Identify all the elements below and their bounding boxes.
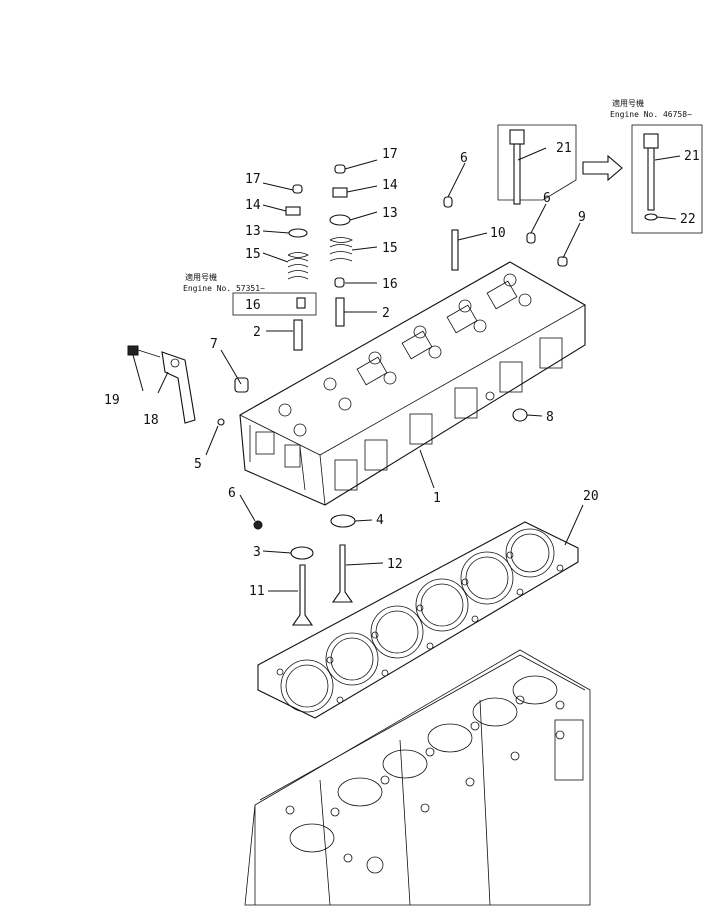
svg-text:適用号機: 適用号機 xyxy=(612,98,644,108)
valve-seat-insert xyxy=(290,546,314,560)
callout-13: 13 xyxy=(382,206,398,221)
callout-19: 19 xyxy=(104,393,120,408)
callout-10: 10 xyxy=(490,226,506,241)
leader-lines xyxy=(132,147,681,592)
callout-6: 6 xyxy=(228,486,236,501)
callout-21: 21 xyxy=(684,149,700,164)
svg-text:Engine No. 46758~: Engine No. 46758~ xyxy=(610,110,692,119)
callout-11: 11 xyxy=(249,584,265,599)
callout-17: 17 xyxy=(382,147,398,162)
callout-9: 9 xyxy=(578,210,586,225)
seal-ring xyxy=(512,408,528,422)
callout-18: 18 xyxy=(143,413,159,428)
cylinder-head xyxy=(239,261,586,506)
callouts: 17 14 13 15 16 2 17 14 13 15 16 2 6 10 6… xyxy=(104,141,700,599)
callout-17: 17 xyxy=(245,172,261,187)
serial-note-left: 適用号機 Engine No. 57351~ xyxy=(183,272,265,293)
callout-2: 2 xyxy=(382,306,390,321)
valve-stem-seal-box xyxy=(232,292,317,316)
valve-stack-right xyxy=(329,164,353,327)
callout-22: 22 xyxy=(680,212,696,227)
nozzle-gasket xyxy=(557,256,568,267)
engine-block xyxy=(244,649,591,906)
valve-seat-insert-exhaust xyxy=(330,514,356,528)
callout-4: 4 xyxy=(376,513,384,528)
callout-15: 15 xyxy=(245,247,261,262)
callout-7: 7 xyxy=(210,337,218,352)
callout-6: 6 xyxy=(543,191,551,206)
plug-small xyxy=(217,418,225,426)
callout-13: 13 xyxy=(245,224,261,239)
callout-16: 16 xyxy=(382,277,398,292)
callout-14: 14 xyxy=(245,198,261,213)
head-bolt-box xyxy=(497,124,577,205)
head-gasket xyxy=(257,521,579,719)
callout-1: 1 xyxy=(433,491,441,506)
callout-2: 2 xyxy=(253,325,261,340)
exhaust-valve xyxy=(331,544,354,603)
callout-15: 15 xyxy=(382,241,398,256)
callout-12: 12 xyxy=(387,557,403,572)
intake-valve xyxy=(291,564,314,626)
serial-note-top-right: 適用号機 Engine No. 46758~ xyxy=(610,98,692,119)
nozzle-holder xyxy=(451,229,459,271)
svg-text:適用号機: 適用号機 xyxy=(185,272,217,282)
lifting-bracket xyxy=(161,351,196,424)
callout-5: 5 xyxy=(194,457,202,472)
sleeve xyxy=(253,196,536,530)
callout-21: 21 xyxy=(556,141,572,156)
callout-16: 16 xyxy=(245,298,261,313)
callout-3: 3 xyxy=(253,545,261,560)
callout-8: 8 xyxy=(546,410,554,425)
callout-14: 14 xyxy=(382,178,398,193)
svg-text:Engine No. 57351~: Engine No. 57351~ xyxy=(183,284,265,293)
callout-20: 20 xyxy=(583,489,599,504)
callout-6: 6 xyxy=(460,151,468,166)
arrow xyxy=(582,154,623,182)
new-head-bolt-box xyxy=(631,124,703,234)
valve-stack-left xyxy=(285,184,309,351)
plug xyxy=(234,377,249,393)
